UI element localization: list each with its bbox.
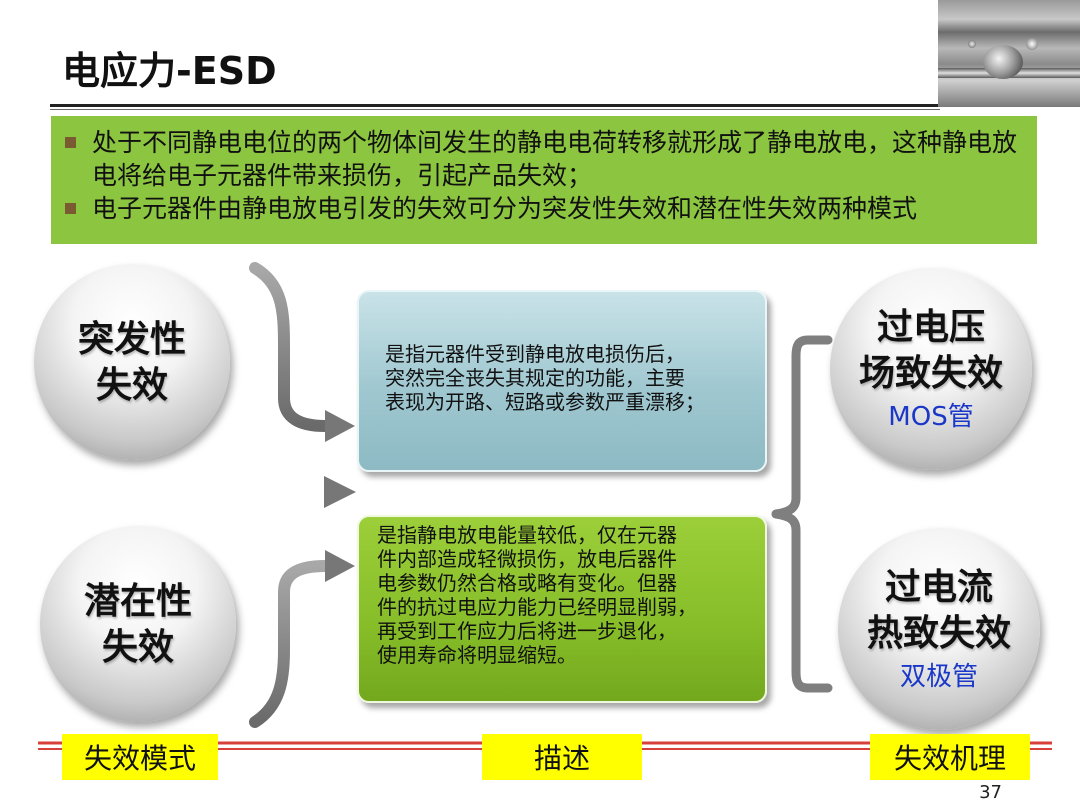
description-line: 是指静电放电能量较低，仅在元器 (377, 523, 677, 547)
latent-failure-description: 是指静电放电能量较低，仅在元器 件内部造成轻微损伤，放电后器件 电参数仍然合格或… (357, 515, 767, 703)
footer-label-mode: 失效模式 (62, 734, 218, 780)
page-title: 电应力-ESD (62, 49, 277, 93)
mechanism-device: MOS管 (888, 402, 974, 432)
failure-mode-sudden: 突发性 失效 (34, 264, 230, 460)
title-rule (50, 104, 940, 107)
footer-label-mechanism: 失效机理 (870, 734, 1030, 780)
arrow-head-icon (324, 476, 356, 508)
mechanism-line2: 热致失效 (866, 612, 1011, 654)
intro-box: 处于不同静电电位的两个物体间发生的静电电荷转移就形成了静电放电，这种静电放电将给… (51, 116, 1037, 244)
arrow-head-icon (325, 550, 355, 582)
failure-mode-line1: 潜在性 (83, 580, 192, 622)
footer-label-description: 描述 (482, 734, 642, 780)
description-line: 突然完全丧失其规定的功能，主要 (385, 366, 685, 390)
mechanism-bracket (771, 335, 833, 693)
mechanism-device: 双极管 (899, 662, 978, 692)
page-number: 37 (979, 782, 1002, 803)
latent-mode-curve (249, 560, 331, 728)
photo-particle (1026, 38, 1038, 50)
square-bullet-icon (65, 203, 76, 214)
description-line: 再受到工作应力后将进一步退化， (377, 619, 677, 643)
intro-bullet-item: 电子元器件由静电放电引发的失效可分为突发性失效和潜在性失效两种模式 (65, 192, 1023, 225)
intro-bullet-text: 电子元器件由静电放电引发的失效可分为突发性失效和潜在性失效两种模式 (92, 194, 918, 223)
sudden-failure-description: 是指元器件受到静电放电损伤后， 突然完全丧失其规定的功能，主要 表现为开路、短路… (357, 290, 767, 472)
description-line: 件内部造成轻微损伤，放电后器件 (377, 547, 677, 571)
mechanism-line1: 过电流 (884, 566, 993, 608)
intro-bullet-item: 处于不同静电电位的两个物体间发生的静电电荷转移就形成了静电放电，这种静电放电将给… (65, 126, 1023, 192)
description-line: 件的抗过电应力能力已经明显削弱， (377, 595, 697, 619)
photo-damage-spot (983, 45, 1023, 79)
description-line: 是指元器件受到静电放电损伤后， (385, 342, 685, 366)
intro-bullet-text: 处于不同静电电位的两个物体间发生的静电电荷转移就形成了静电放电，这种静电放电将给… (92, 128, 1018, 190)
description-line: 使用寿命将明显缩短。 (377, 643, 577, 667)
arrow-head-icon (325, 410, 355, 442)
mechanism-overcurrent: 过电流 热致失效 双极管 (838, 528, 1040, 730)
description-line: 电参数仍然合格或略有变化。但器 (377, 571, 677, 595)
mechanism-line1: 过电压 (876, 306, 985, 348)
title-rule-thin (50, 109, 940, 110)
failure-mode-line2: 失效 (101, 626, 174, 668)
mechanism-line2: 场致失效 (858, 352, 1003, 394)
failure-mode-latent: 潜在性 失效 (40, 526, 236, 722)
failure-mode-line1: 突发性 (77, 318, 186, 360)
photo-particle (968, 40, 976, 48)
mechanism-overvoltage: 过电压 场致失效 MOS管 (830, 268, 1032, 470)
sudden-mode-curve (249, 262, 331, 432)
description-line: 表现为开路、短路或参数严重漂移； (385, 390, 705, 414)
failure-mode-line2: 失效 (95, 364, 168, 406)
esd-damage-photo (938, 0, 1080, 107)
square-bullet-icon (65, 137, 76, 148)
